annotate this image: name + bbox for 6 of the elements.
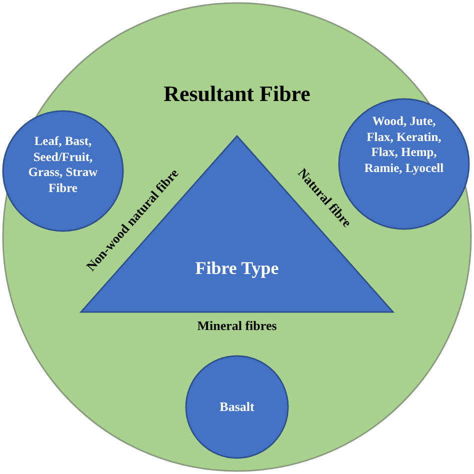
side-label: Mineral fibres	[197, 318, 277, 334]
node-label: Leaf, Bast, Seed/Fruit, Grass, Straw Fibre	[27, 134, 99, 196]
node-label: Fibre Type	[194, 257, 280, 280]
node-label: Wood, Jute, Flax, Keratin, Flax, Hemp, Ramie, Lyocell	[364, 114, 444, 176]
node-label: Resultant Fibre	[162, 80, 312, 108]
node-label: Basalt	[218, 399, 256, 416]
